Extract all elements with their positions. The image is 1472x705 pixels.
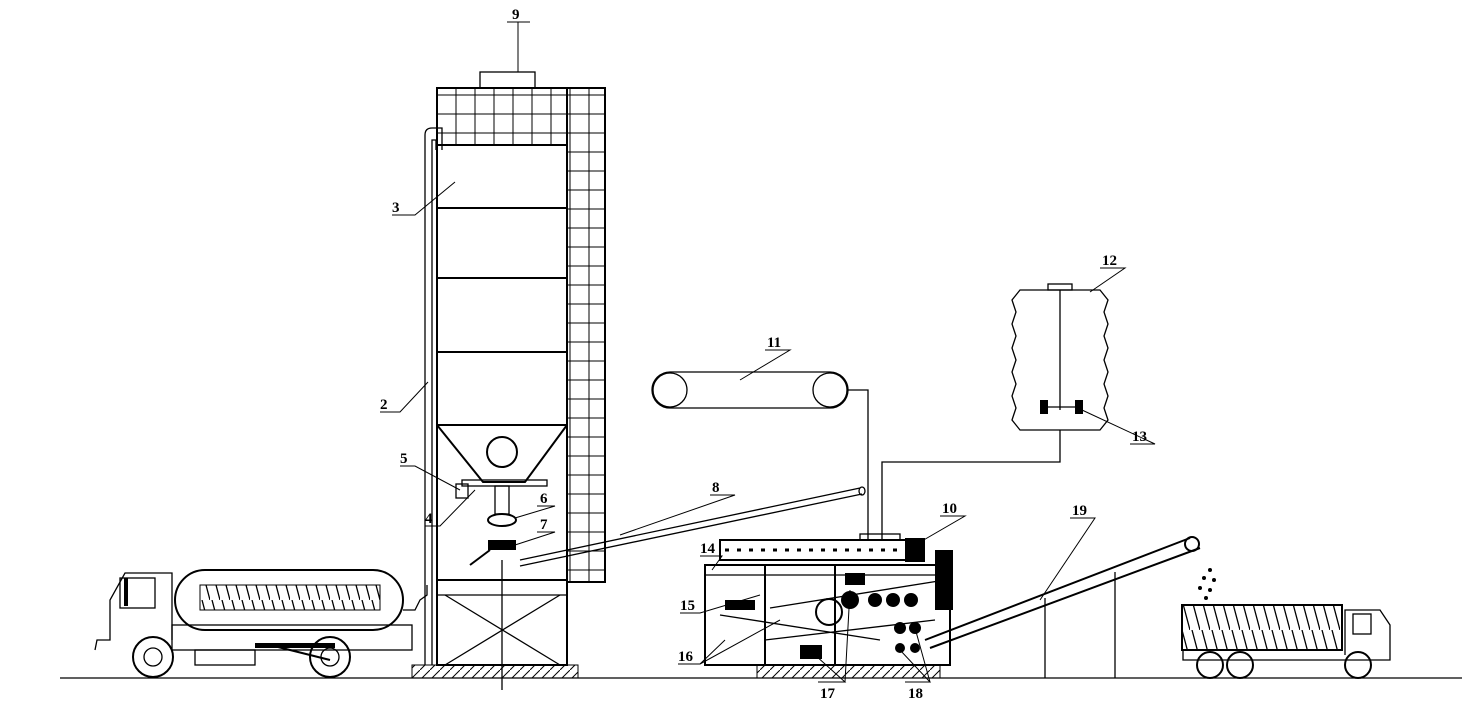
silo bbox=[411, 71, 606, 690]
screw-conveyor-8 bbox=[519, 486, 866, 567]
truck-wheel bbox=[1196, 651, 1224, 679]
truck-wheel bbox=[309, 636, 351, 678]
label-15: 15 bbox=[680, 598, 695, 614]
belt-conveyor-19 bbox=[924, 536, 1216, 678]
label-12: 12 bbox=[1102, 253, 1117, 269]
label-4: 4 bbox=[425, 511, 433, 527]
label-7: 7 bbox=[540, 517, 548, 533]
silo-foundation bbox=[411, 664, 579, 679]
label-8: 8 bbox=[712, 480, 720, 496]
label-19: 19 bbox=[1072, 503, 1087, 519]
label-9: 9 bbox=[512, 7, 520, 23]
truck-wheel bbox=[132, 636, 174, 678]
label-2: 2 bbox=[380, 397, 388, 413]
label-17: 17 bbox=[820, 686, 836, 702]
callouts bbox=[380, 21, 1156, 683]
label-16: 16 bbox=[678, 649, 694, 665]
truck-wheel bbox=[1226, 651, 1254, 679]
label-13: 13 bbox=[1132, 429, 1147, 445]
water-tank-12 bbox=[881, 283, 1109, 540]
label-11: 11 bbox=[767, 335, 781, 351]
label-6: 6 bbox=[540, 491, 548, 507]
air-duct-11 bbox=[651, 371, 869, 540]
dump-truck bbox=[1181, 604, 1391, 679]
label-5: 5 bbox=[400, 451, 408, 467]
label-14: 14 bbox=[700, 541, 716, 557]
machine-foundation bbox=[756, 664, 941, 679]
label-3: 3 bbox=[392, 200, 400, 216]
label-10: 10 bbox=[942, 501, 957, 517]
tanker-truck bbox=[94, 569, 428, 678]
truck-wheel bbox=[1344, 651, 1372, 679]
filter-press-machine bbox=[704, 533, 953, 679]
callout-labels: 9 3 2 5 4 6 7 8 11 10 12 13 14 15 16 17 … bbox=[380, 7, 1147, 702]
label-18: 18 bbox=[908, 686, 923, 702]
